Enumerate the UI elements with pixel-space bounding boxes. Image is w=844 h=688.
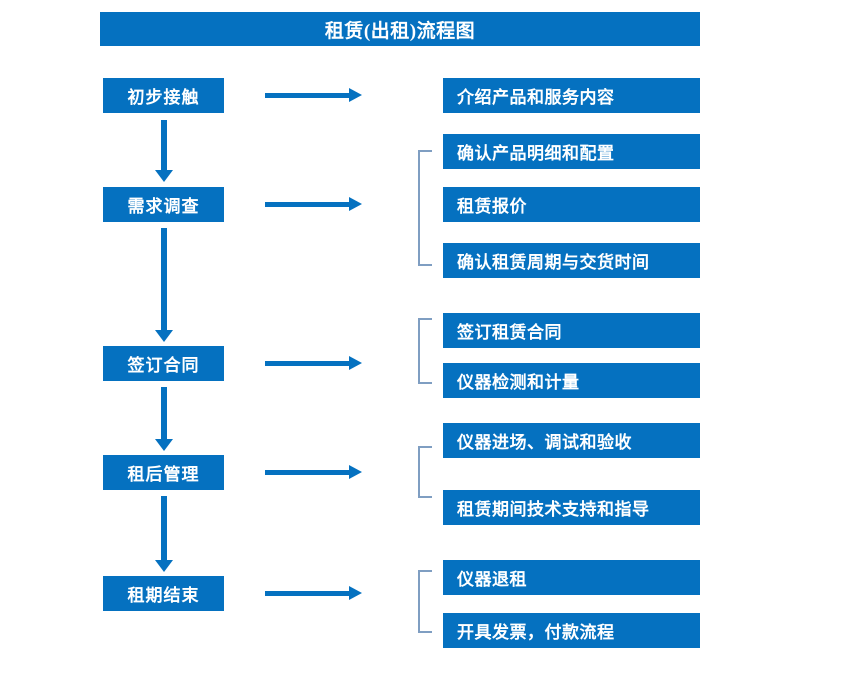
detail-box-confirm-lease-period[interactable]: 确认租赁周期与交货时间 bbox=[443, 243, 700, 278]
detail-box-invoice-payment[interactable]: 开具发票，付款流程 bbox=[443, 613, 700, 648]
horizontal-arrow-4 bbox=[265, 465, 362, 479]
detail-box-introduce-products[interactable]: 介绍产品和服务内容 bbox=[443, 78, 700, 113]
stage-box-initial-contact[interactable]: 初步接触 bbox=[103, 78, 224, 113]
vertical-arrow-4 bbox=[155, 496, 173, 572]
stage-box-needs-survey[interactable]: 需求调查 bbox=[103, 187, 224, 222]
vertical-arrow-2 bbox=[155, 228, 173, 342]
detail-box-sign-lease-contract[interactable]: 签订租赁合同 bbox=[443, 313, 700, 348]
detail-box-rental-quotation[interactable]: 租赁报价 bbox=[443, 187, 700, 222]
detail-box-confirm-product-spec[interactable]: 确认产品明细和配置 bbox=[443, 134, 700, 169]
detail-box-instrument-testing[interactable]: 仪器检测和计量 bbox=[443, 363, 700, 398]
stage-box-lease-end[interactable]: 租期结束 bbox=[103, 576, 224, 611]
stage-box-sign-contract[interactable]: 签订合同 bbox=[103, 346, 224, 381]
horizontal-arrow-2 bbox=[265, 197, 362, 211]
horizontal-arrow-1 bbox=[265, 88, 362, 102]
detail-box-technical-support[interactable]: 租赁期间技术支持和指导 bbox=[443, 490, 700, 525]
horizontal-arrow-3 bbox=[265, 356, 362, 370]
vertical-arrow-3 bbox=[155, 387, 173, 451]
group-bracket-4 bbox=[418, 446, 432, 498]
group-bracket-3 bbox=[418, 318, 432, 384]
group-bracket-2 bbox=[418, 150, 432, 266]
vertical-arrow-1 bbox=[155, 120, 173, 182]
group-bracket-5 bbox=[418, 570, 432, 633]
stage-box-post-rental-mgmt[interactable]: 租后管理 bbox=[103, 455, 224, 490]
detail-box-instrument-return[interactable]: 仪器退租 bbox=[443, 560, 700, 595]
horizontal-arrow-5 bbox=[265, 586, 362, 600]
detail-box-instrument-delivery[interactable]: 仪器进场、调试和验收 bbox=[443, 423, 700, 458]
diagram-title: 租赁(出租)流程图 bbox=[100, 12, 700, 46]
